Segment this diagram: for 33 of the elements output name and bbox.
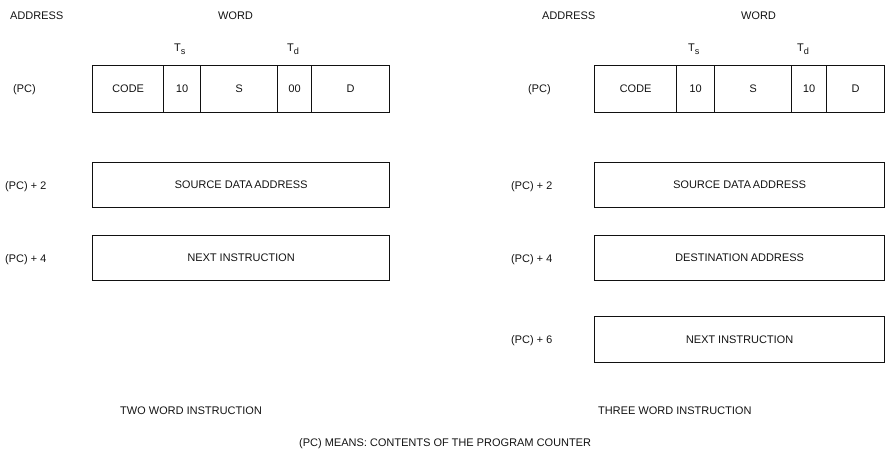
memory-word-field: S — [200, 65, 278, 113]
memory-word-field: 10 — [163, 65, 201, 113]
text-label: THREE WORD INSTRUCTION — [598, 405, 752, 417]
text-label: (PC) + 4 — [511, 253, 552, 265]
memory-word-field: S — [714, 65, 792, 113]
memory-word-field: D — [826, 65, 885, 113]
text-label: T$_{s}$ — [688, 42, 700, 56]
footnote: (PC) MEANS: CONTENTS OF THE PROGRAM COUNTER — [299, 437, 591, 449]
text-label: T$_{d}$ — [797, 42, 809, 56]
memory-word-field: D — [311, 65, 390, 113]
text-label: T$_{d}$ — [287, 42, 299, 56]
memory-word-field: NEXT INSTRUCTION — [594, 316, 885, 363]
text-label: (PC) — [13, 83, 36, 95]
text-label: ADDRESS — [10, 10, 64, 22]
text-label: WORD — [741, 10, 776, 22]
text-label: (PC) — [528, 83, 551, 95]
memory-word-field: CODE — [594, 65, 677, 113]
text-label: WORD — [218, 10, 253, 22]
memory-word-field: 00 — [277, 65, 312, 113]
text-label: (PC) + 2 — [511, 180, 552, 192]
memory-word-field: NEXT INSTRUCTION — [92, 235, 390, 281]
memory-word-field: CODE — [92, 65, 164, 113]
text-label: TWO WORD INSTRUCTION — [120, 405, 262, 417]
memory-word-field: SOURCE DATA ADDRESS — [594, 162, 885, 208]
text-label: (PC) + 4 — [5, 253, 46, 265]
text-label: T$_{s}$ — [174, 42, 186, 56]
text-label: (PC) + 2 — [5, 180, 46, 192]
memory-word-field: SOURCE DATA ADDRESS — [92, 162, 390, 208]
text-label: ADDRESS — [542, 10, 596, 22]
memory-word-field: 10 — [676, 65, 715, 113]
text-label: (PC) + 6 — [511, 334, 552, 346]
memory-word-field: DESTINATION ADDRESS — [594, 235, 885, 281]
memory-word-field: 10 — [791, 65, 827, 113]
